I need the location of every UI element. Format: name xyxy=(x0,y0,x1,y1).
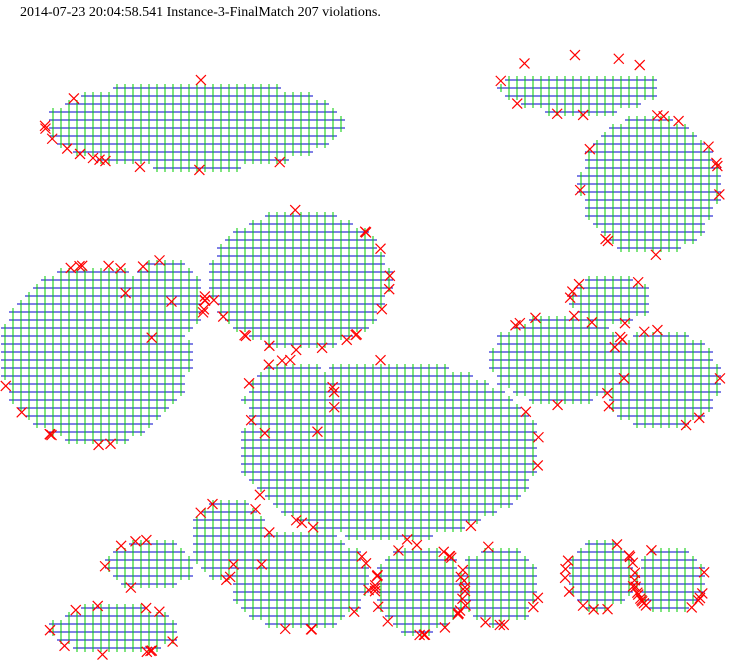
page-title: 2014-07-23 20:04:58.541 Instance-3-Final… xyxy=(20,5,381,20)
vertical-segments xyxy=(4,76,718,652)
